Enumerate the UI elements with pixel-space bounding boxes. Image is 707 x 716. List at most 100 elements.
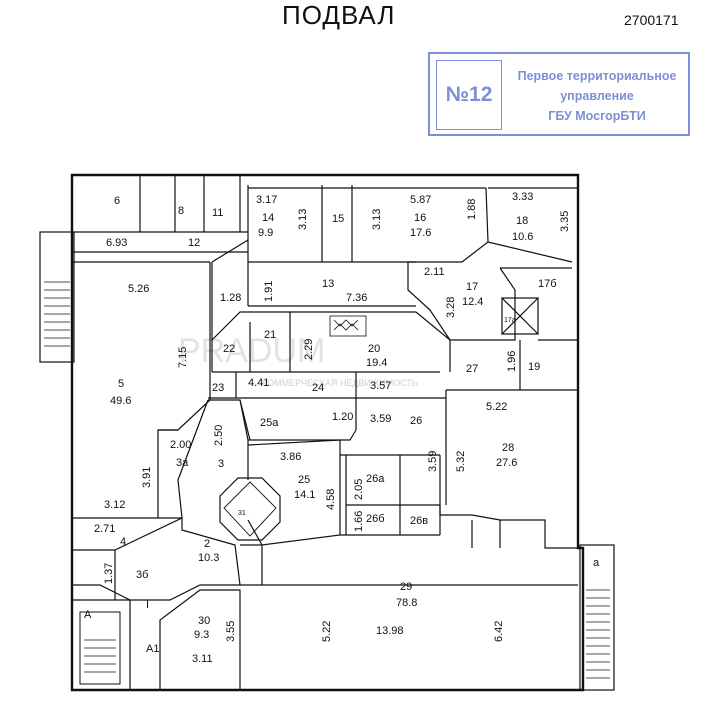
stamp-line-3: ГБУ МосгорБТИ xyxy=(548,109,646,123)
label-a496: 49.6 xyxy=(110,395,131,407)
label-d736: 7.36 xyxy=(346,292,367,304)
label-r19: 19 xyxy=(528,361,540,373)
label-a194: 19.4 xyxy=(366,357,387,369)
label-a103: 10.3 xyxy=(198,552,219,564)
label-d191: 1.91 xyxy=(263,281,275,302)
label-d271: 2.71 xyxy=(94,523,115,535)
stamp-number: №12 xyxy=(436,60,502,130)
stamp-line-2: управление xyxy=(560,89,634,103)
label-r26v: 26в xyxy=(410,515,428,527)
label-d200: 2.00 xyxy=(170,439,191,451)
label-d642: 6.42 xyxy=(493,621,505,642)
label-r23: 23 xyxy=(212,382,224,394)
label-d205: 2.05 xyxy=(353,479,365,500)
label-rA1: А1 xyxy=(146,643,159,655)
label-r30: 30 xyxy=(198,615,210,627)
label-d312: 3.12 xyxy=(104,499,125,511)
label-d120: 1.20 xyxy=(332,411,353,423)
label-d196: 1.96 xyxy=(506,351,518,372)
label-d328: 3.28 xyxy=(445,297,457,318)
label-d522b: 5.22 xyxy=(321,621,333,642)
document-code: 2700171 xyxy=(624,12,679,28)
label-d313a: 3.13 xyxy=(297,209,309,230)
label-a106: 10.6 xyxy=(512,231,533,243)
label-d250: 2.50 xyxy=(213,425,225,446)
label-d522: 5.22 xyxy=(486,401,507,413)
label-r4: 4 xyxy=(120,536,126,548)
stamp-text: Первое территориальное управление ГБУ Мо… xyxy=(506,66,688,126)
watermark-brand: PRADUM xyxy=(178,332,325,370)
label-r21: 21 xyxy=(264,329,276,341)
label-r22: 22 xyxy=(223,343,235,355)
label-r17: 17 xyxy=(466,281,478,293)
label-r28: 28 xyxy=(502,442,514,454)
label-r26b: 26б xyxy=(366,513,385,525)
label-r25a: 25а xyxy=(260,417,279,429)
room-labels: 6 8 11 12 6.93 3.17 14 9.9 3.13 15 3.13 … xyxy=(84,191,600,665)
label-r2: 2 xyxy=(204,538,210,550)
label-a276: 27.6 xyxy=(496,457,517,469)
label-d137: 1.37 xyxy=(103,563,115,584)
stair-hatching xyxy=(44,281,610,679)
label-rA: А xyxy=(84,609,92,621)
label-d359b: 3.59 xyxy=(427,451,439,472)
label-d458: 4.58 xyxy=(325,489,337,510)
label-r17a: 17а xyxy=(504,317,516,324)
label-r17b: 17б xyxy=(538,278,557,290)
watermark-tagline: КОММЕРЧЕСКАЯ НЕДВИЖИМОСТЬ xyxy=(262,378,418,388)
label-ra: а xyxy=(593,557,600,569)
label-r16: 16 xyxy=(414,212,426,224)
label-r14: 14 xyxy=(262,212,274,224)
label-r3b: 3б xyxy=(136,569,148,581)
label-r15: 15 xyxy=(332,213,344,225)
label-d587: 5.87 xyxy=(410,194,431,206)
label-r11: 11 xyxy=(212,207,223,219)
label-r29: 29 xyxy=(400,581,412,593)
label-a99: 9.9 xyxy=(258,227,273,239)
label-r25: 25 xyxy=(298,474,310,486)
label-a176: 17.6 xyxy=(410,227,431,239)
label-d1398: 13.98 xyxy=(376,625,404,637)
walls xyxy=(39,173,615,692)
label-d229: 2.29 xyxy=(303,339,315,360)
label-d313b: 3.13 xyxy=(371,209,383,230)
label-r18: 18 xyxy=(516,215,528,227)
label-d391: 3.91 xyxy=(141,467,153,488)
label-d693: 6.93 xyxy=(106,237,127,249)
label-r6: 6 xyxy=(114,195,120,207)
label-r24: 24 xyxy=(312,382,324,394)
label-d355: 3.55 xyxy=(225,621,237,642)
label-d526: 5.26 xyxy=(128,283,149,295)
floor-title: ПОДВАЛ xyxy=(282,0,396,30)
label-d532: 5.32 xyxy=(455,451,467,472)
stamp-line-1: Первое территориальное xyxy=(517,69,677,83)
label-a141: 14.1 xyxy=(294,489,315,501)
label-r3a: 3а xyxy=(176,457,189,469)
label-rI: I xyxy=(146,599,149,611)
label-r31: 31 xyxy=(238,510,246,517)
label-a124: 12.4 xyxy=(462,296,483,308)
label-d357: 3.57 xyxy=(370,380,391,392)
label-r5: 5 xyxy=(118,378,124,390)
label-r27: 27 xyxy=(466,363,478,375)
label-r26a: 26а xyxy=(366,473,385,485)
label-d211: 2.11 xyxy=(424,266,445,278)
label-r20: 20 xyxy=(368,343,380,355)
label-r12: 12 xyxy=(188,237,200,249)
label-r8: 8 xyxy=(178,205,184,217)
label-d359a: 3.59 xyxy=(370,413,391,425)
bti-stamp: №12 Первое территориальное управление ГБ… xyxy=(428,52,690,136)
label-d386: 3.86 xyxy=(280,451,301,463)
label-d128: 1.28 xyxy=(220,292,241,304)
label-a788: 78.8 xyxy=(396,597,417,609)
label-r3: 3 xyxy=(218,458,224,470)
label-d715: 7.15 xyxy=(177,347,189,368)
label-d441: 4.41 xyxy=(248,377,269,389)
label-d188: 1.88 xyxy=(466,199,478,220)
label-d335: 3.35 xyxy=(559,211,571,232)
label-d311: 3.11 xyxy=(192,653,213,665)
label-r13: 13 xyxy=(322,278,334,290)
label-d333: 3.33 xyxy=(512,191,533,203)
label-a93: 9.3 xyxy=(194,629,209,641)
